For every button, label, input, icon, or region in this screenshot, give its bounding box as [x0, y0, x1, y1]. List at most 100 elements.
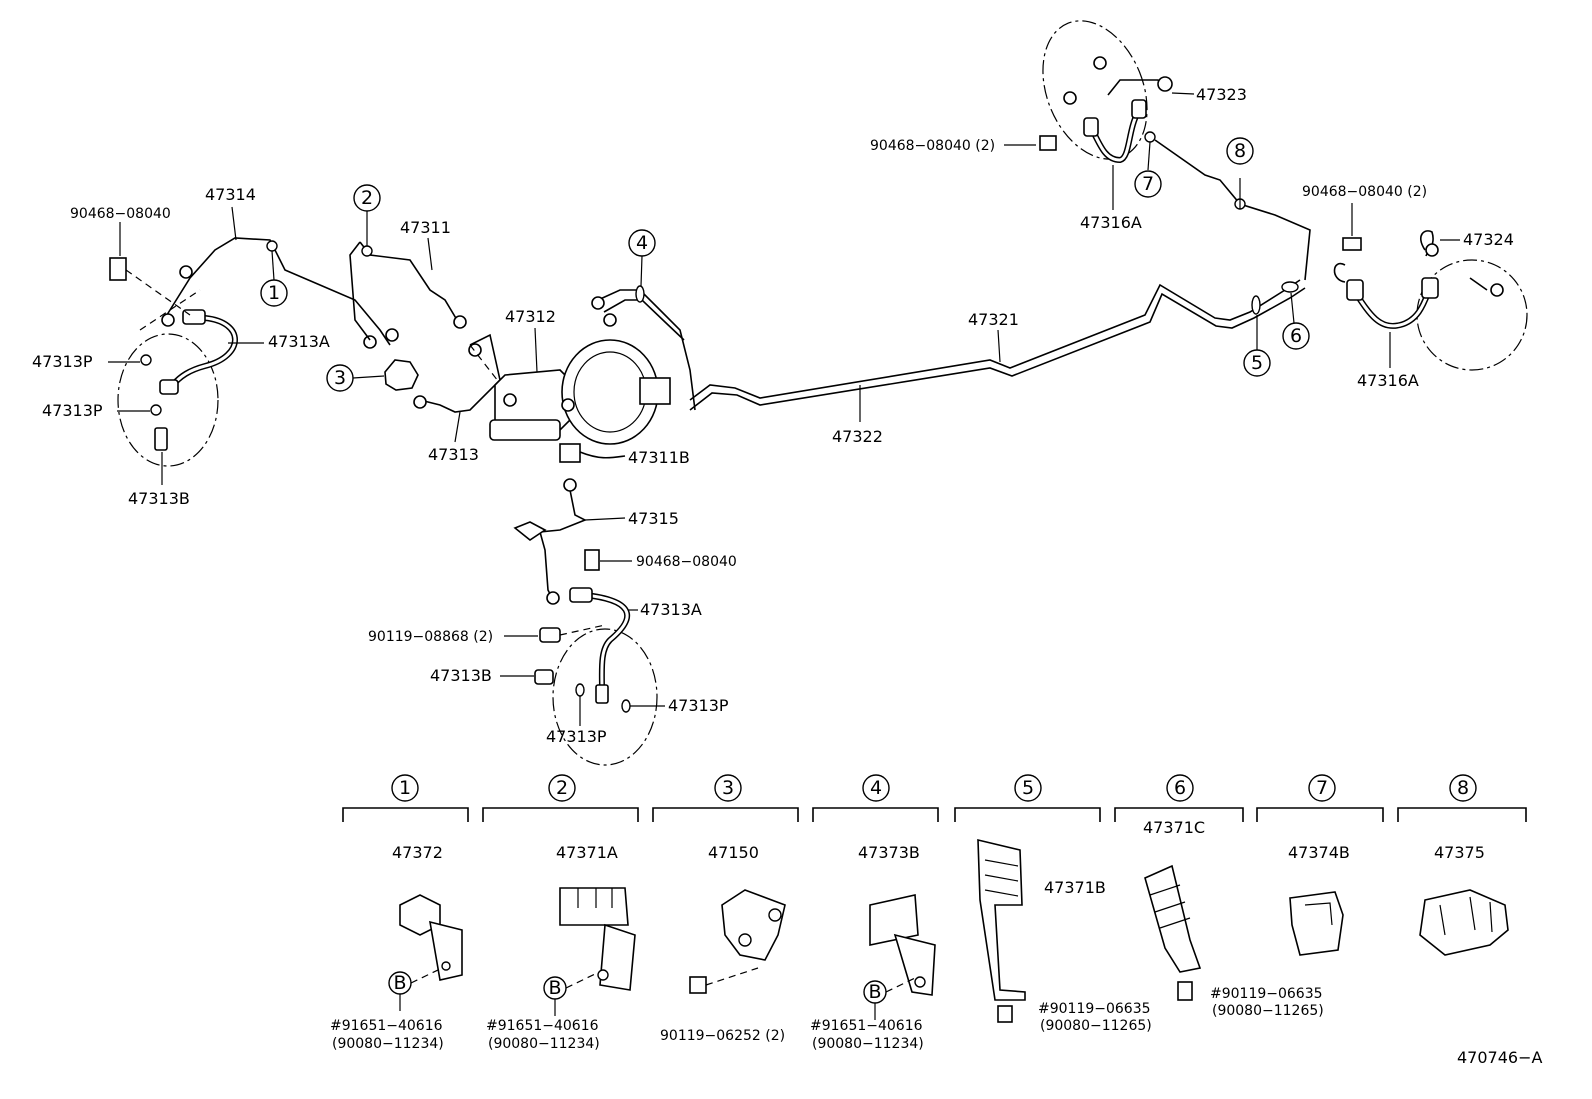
clip-point-6 — [1281, 281, 1299, 293]
bolt-icon — [689, 976, 707, 994]
detail-callout-number: 6 — [1174, 777, 1186, 799]
callout-2: 2 — [353, 184, 381, 246]
bolt-icon — [539, 627, 561, 643]
label-47313P-b: 47313P — [42, 401, 103, 420]
detail-callout-circle — [1166, 774, 1194, 802]
label-47313: 47313 — [428, 445, 479, 464]
washer-icon — [621, 699, 631, 713]
label-47323: 47323 — [1196, 85, 1247, 104]
clip-icon — [109, 257, 127, 281]
detail-bracket — [954, 807, 1101, 822]
hose-fitting-icon — [1421, 277, 1439, 299]
bolt-icon — [1177, 981, 1193, 1001]
label-47311B: 47311B — [628, 448, 690, 467]
label-47311: 47311 — [400, 218, 451, 237]
detail-part-label: 47150 — [708, 843, 759, 862]
detail-part-label: 47371A — [556, 843, 618, 862]
part-47371A-icon — [559, 887, 629, 926]
detail-note-2: (90080−11234) — [812, 1036, 924, 1052]
callout-6: 6 — [1282, 292, 1310, 350]
bolt-marker-b-text: B — [548, 977, 561, 999]
flare-nut-icon — [1157, 76, 1173, 92]
label-47314: 47314 — [205, 185, 256, 204]
rear-upper-brake-assembly — [1039, 20, 1173, 163]
detail-bracket — [652, 807, 799, 822]
flare-nut-icon — [603, 313, 617, 327]
part-47375-icon — [1419, 889, 1509, 956]
detail-callout-circle — [1014, 774, 1042, 802]
detail-part-label: 47372 — [392, 843, 443, 862]
part-47150-icon — [721, 889, 786, 961]
booster-rod-icon — [639, 377, 671, 405]
callout-4: 4 — [628, 229, 656, 287]
label-47316A-b: 47316A — [1357, 371, 1419, 390]
detail-note-1: #91651−40616 — [330, 1018, 443, 1034]
union-bolt-icon — [534, 669, 554, 685]
label-47313A-a: 47313A — [268, 332, 330, 351]
label-47312: 47312 — [505, 307, 556, 326]
detail-callout-circle — [548, 774, 576, 802]
detail-callout-number: 1 — [399, 777, 411, 799]
hose-fitting-icon — [595, 684, 609, 704]
detail-note-2: (90080−11265) — [1040, 1018, 1152, 1034]
hose-fitting-icon — [1083, 117, 1099, 137]
front-right-rotor-outline — [552, 628, 658, 766]
washer-icon — [150, 404, 162, 416]
detail-bracket — [1397, 807, 1527, 822]
detail-bracket — [1114, 807, 1244, 822]
detail-callout-number: 2 — [556, 777, 568, 799]
front-right-brake-assembly — [534, 587, 658, 766]
label-90468-d: 90468−08040 (2) — [1302, 184, 1427, 200]
detail-callout-circle — [1308, 774, 1336, 802]
part-47371B-icon — [977, 838, 1026, 1001]
callouts-main: 1 2 3 4 5 6 7 — [260, 137, 1310, 392]
detail-bracket — [1256, 807, 1384, 822]
rear-lower-brake-assembly — [1333, 230, 1528, 371]
label-90119-08868: 90119−08868 (2) — [368, 629, 493, 645]
flare-nut-icon — [385, 328, 399, 342]
bolt-marker-b-text: B — [868, 981, 881, 1003]
svg-text:8: 8 — [1234, 140, 1246, 162]
part-47374B-icon — [1289, 891, 1344, 956]
detail-note-2: (90080−11234) — [332, 1036, 444, 1052]
label-90468-c: 90468−08040 (2) — [870, 138, 995, 154]
detail-part-label: 47373B — [858, 843, 920, 862]
left-front-brake-assembly — [109, 257, 238, 467]
detail-callout-circle — [862, 774, 890, 802]
washer-icon — [140, 354, 152, 366]
detail-bracket — [342, 807, 469, 822]
label-47313P-a: 47313P — [32, 352, 93, 371]
svg-text:6: 6 — [1290, 325, 1302, 347]
part-47373B-icon — [869, 894, 919, 946]
flare-nut-icon — [179, 265, 193, 279]
callout-7: 7 — [1134, 170, 1162, 198]
detail-callout-number: 7 — [1316, 777, 1328, 799]
proportioning-valve-icon — [384, 359, 419, 391]
detail-note-1: #90119−06635 — [1038, 1001, 1151, 1017]
label-47313B-a: 47313B — [128, 489, 190, 508]
label-47313B-b: 47313B — [430, 666, 492, 685]
label-47315: 47315 — [628, 509, 679, 528]
detail-callout-number: 5 — [1022, 777, 1034, 799]
union-bolt-icon — [154, 427, 168, 451]
clip-point-1 — [266, 240, 278, 252]
hose-fitting-icon — [159, 379, 179, 395]
label-47313P-c: 47313P — [668, 696, 729, 715]
callout-3: 3 — [326, 364, 385, 392]
detail-callout-number: 4 — [870, 777, 882, 799]
svg-text:2: 2 — [361, 187, 373, 209]
clip-point-5 — [1251, 295, 1261, 315]
hose-fitting-icon — [1131, 99, 1147, 119]
flare-nut-icon — [591, 296, 605, 310]
detail-note-2: (90080−11234) — [488, 1036, 600, 1052]
junction-block-47311B — [559, 443, 581, 463]
flare-nut-icon — [1490, 283, 1504, 297]
